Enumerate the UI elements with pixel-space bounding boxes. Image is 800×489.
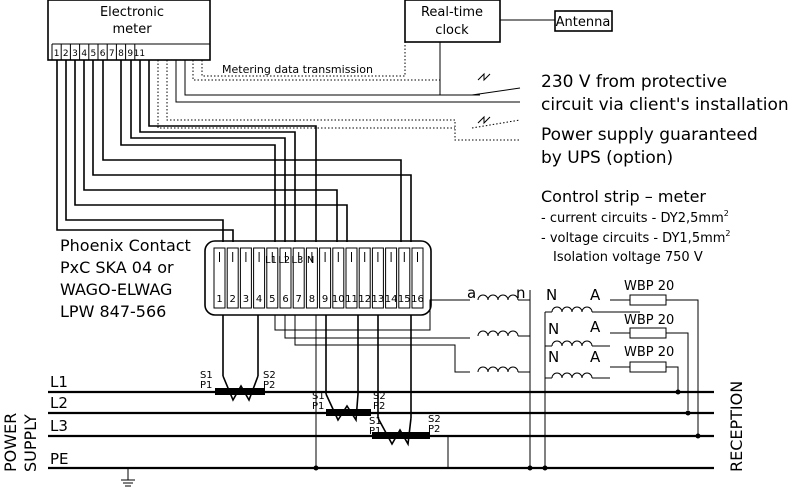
strip-top-label: L1: [265, 255, 277, 266]
ct2-p2: P2: [373, 401, 385, 412]
strip-terminal: 5: [269, 294, 275, 305]
ct1-s2: S2: [263, 370, 276, 381]
ct1-s1: S1: [200, 370, 213, 381]
strip-terminal: 13: [372, 294, 385, 305]
ups-label-1: Power supply guaranteed: [541, 125, 758, 145]
strip-terminal: 9: [322, 294, 328, 305]
vt-A-label-1: A: [590, 286, 601, 304]
vt-A-label-3: A: [590, 348, 601, 366]
meter-terminal: 11: [134, 49, 145, 59]
strip-terminal: 2: [230, 294, 236, 305]
real-time-clock: Real-time clock: [404, 0, 501, 43]
strip-terminal: 3: [243, 294, 249, 305]
protective-label-2: circuit via client's installation: [541, 95, 789, 115]
strip-top-label: L2: [278, 255, 290, 266]
fuse-label-2: WBP 20: [624, 313, 674, 328]
vt-A-label-2: A: [590, 318, 601, 336]
control-strip-title: Control strip – meter: [541, 187, 706, 206]
ct3-s2: S2: [428, 414, 441, 425]
strip-terminal: 10: [332, 294, 345, 305]
power-supply-label-1: POWER: [1, 413, 20, 472]
meter-terminal: 8: [118, 49, 124, 59]
fuse-label-3: WBP 20: [624, 345, 674, 360]
meter-terminal: 3: [72, 49, 78, 59]
phoenix-label-4: LPW 847-566: [60, 302, 166, 321]
vt-N-label-2: N: [548, 320, 559, 338]
bus-label-l1: L1: [50, 373, 68, 391]
meter-label-1: Electronic: [100, 5, 164, 20]
control-strip-current: - current circuits - DY2,5mm2: [541, 209, 729, 226]
meter-terminal: 9: [127, 49, 133, 59]
power-supply-label-2: SUPPLY: [21, 414, 40, 472]
ct2-p1: P1: [312, 401, 324, 412]
vt-N-label-1: N: [546, 286, 557, 304]
phoenix-label-2: PxC SKA 04 or: [60, 258, 174, 277]
control-strip-voltage: - voltage circuits - DY1,5mm2: [541, 229, 731, 246]
ups-label-2: by UPS (option): [541, 148, 673, 168]
vt-a-label: a: [467, 284, 476, 302]
meter-terminal: 2: [63, 49, 69, 59]
strip-terminal: 15: [398, 294, 411, 305]
strip-terminal: 14: [385, 294, 398, 305]
metering-transmission-label: Metering data transmission: [222, 63, 373, 76]
strip-terminal: 16: [411, 294, 424, 305]
strip-terminal: 4: [256, 294, 262, 305]
voltage-transformers: a n N A N A N A: [467, 284, 640, 468]
strip-terminal: 11: [345, 294, 358, 305]
strip-top-label: L3: [291, 255, 303, 266]
ct3-p1: P1: [369, 426, 381, 437]
vt-N-label-3: N: [548, 348, 559, 366]
strip-terminal: 7: [296, 294, 302, 305]
ct2-s1: S1: [312, 391, 325, 402]
meter-terminal: 5: [91, 49, 97, 59]
ct3-p2: P2: [428, 424, 440, 435]
phoenix-label-3: WAGO-ELWAG: [60, 280, 172, 299]
strip-terminal: 8: [309, 294, 315, 305]
ct3-s1: S1: [369, 416, 382, 427]
current-transformers: S1 P1 S2 P2 S1 P1 S2 P2 S1 P1 S2 P2: [200, 370, 441, 447]
ct1-p2: P2: [263, 380, 275, 391]
bus-label-l3: L3: [50, 417, 68, 435]
meter-terminal: 7: [109, 49, 115, 59]
antenna-label: Antenna: [556, 15, 611, 30]
fuse-label-1: WBP 20: [624, 279, 674, 294]
meter-terminal: 4: [81, 49, 87, 59]
strip-terminal: 6: [282, 294, 288, 305]
bus-label-pe: PE: [50, 450, 69, 468]
meter-terminal: 6: [100, 49, 106, 59]
ct2-s2: S2: [373, 391, 386, 402]
strip-terminal: 12: [358, 294, 371, 305]
bus-label-l2: L2: [50, 394, 68, 412]
clock-label-1: Real-time: [421, 5, 483, 20]
phoenix-label-1: Phoenix Contact: [60, 236, 191, 255]
protective-label-1: 230 V from protective: [541, 72, 727, 92]
reception-label: RECEPTION: [727, 381, 746, 472]
antenna-box: [554, 10, 613, 32]
control-strip-isolation: Isolation voltage 750 V: [553, 250, 703, 265]
meter-terminal: 1: [54, 49, 60, 59]
ct1-p1: P1: [200, 380, 212, 391]
vt-n-label: n: [516, 284, 526, 302]
clock-label-2: clock: [435, 23, 469, 38]
fuses: WBP 20 WBP 20 WBP 20: [610, 279, 699, 435]
strip-terminal: 1: [216, 294, 222, 305]
meter-label-2: meter: [112, 22, 152, 37]
strip-top-label: N: [307, 255, 314, 266]
